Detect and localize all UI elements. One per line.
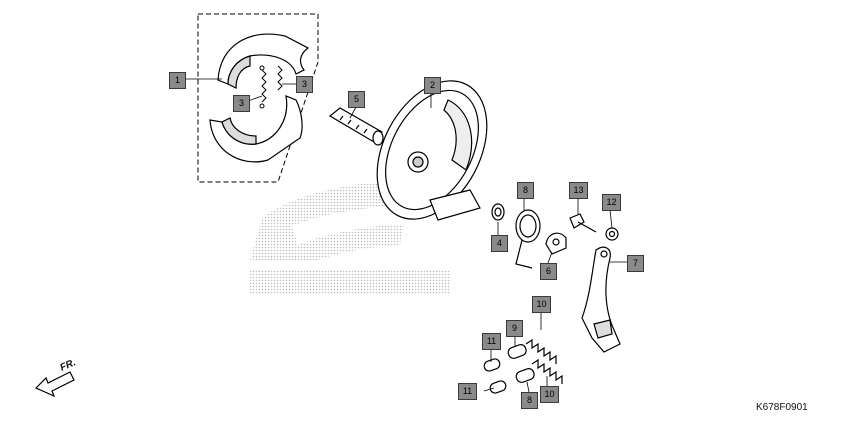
front-direction-arrow	[34, 371, 75, 398]
felt-seal	[491, 203, 505, 221]
return-springs	[259, 65, 283, 109]
drawing-code: K678F0901	[756, 402, 808, 413]
collars	[483, 344, 535, 394]
nut	[605, 227, 619, 241]
brake-camshaft	[328, 107, 384, 146]
brake-shoe-upper	[217, 33, 310, 89]
part-label-10: 10	[532, 296, 551, 313]
honda-wordmark	[250, 270, 450, 294]
wear-indicator-plate	[545, 232, 567, 255]
part-label-11: 11	[458, 383, 477, 400]
part-label-12: 12	[602, 194, 621, 211]
part-label-4: 4	[491, 235, 508, 252]
part-label-8: 8	[517, 182, 534, 199]
part-label-8: 8	[521, 392, 538, 409]
bolt	[569, 213, 597, 233]
part-label-3: 3	[296, 76, 313, 93]
part-label-13: 13	[569, 182, 588, 199]
return-spring	[515, 209, 541, 269]
part-label-11: 11	[482, 333, 501, 350]
part-label-5: 5	[348, 91, 365, 108]
part-label-3: 3	[233, 95, 250, 112]
brake-arm	[581, 246, 621, 353]
part-label-10: 10	[540, 386, 559, 403]
part-label-7: 7	[627, 255, 644, 272]
honda-watermark	[250, 181, 450, 294]
part-label-6: 6	[540, 263, 557, 280]
brake-shoe-group-frame	[197, 13, 319, 183]
springs	[525, 338, 563, 384]
honda-wing-logo	[250, 181, 420, 260]
part-label-2: 2	[424, 77, 441, 94]
leader-lines	[185, 78, 627, 393]
brake-shoe-lower	[209, 95, 303, 163]
brake-panel	[376, 80, 488, 221]
part-label-1: 1	[169, 72, 186, 89]
part-label-9: 9	[506, 320, 523, 337]
